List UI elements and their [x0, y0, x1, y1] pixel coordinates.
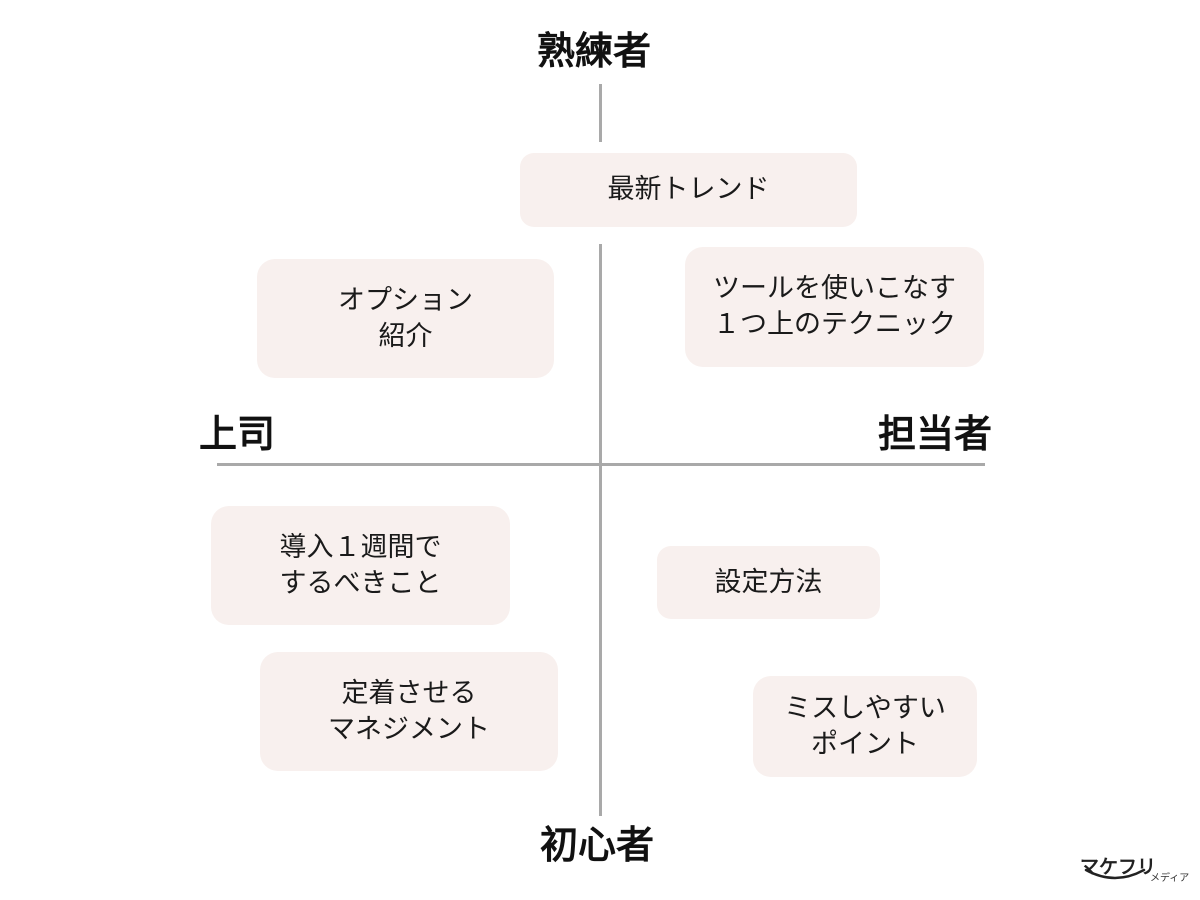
axis-label-beginner: 初心者 [540, 823, 655, 867]
topic-text: １つ上のテクニック [713, 309, 956, 340]
topic-text: ポイント [811, 728, 919, 760]
topic-text: 設定方法 [714, 566, 823, 598]
topic-text: するべきこと [279, 567, 442, 599]
axis-label-staff: 担当者 [878, 412, 993, 456]
topic-first-week-tasks: 導入１週間で するべきこと [211, 506, 510, 625]
axis-label-manager: 上司 [199, 412, 276, 456]
vertical-axis [599, 244, 602, 816]
topic-text: 導入１週間で [279, 531, 442, 563]
logo-subtext: メディア [1150, 873, 1190, 884]
logo-smile-icon [1084, 868, 1146, 880]
vertical-axis-top-segment [599, 84, 602, 142]
topic-text: ミスしやすい [784, 692, 946, 724]
horizontal-axis [217, 463, 985, 466]
topic-text: オプション [338, 284, 473, 316]
axis-label-expert: 熟練者 [537, 29, 652, 73]
topic-adoption-management: 定着させる マネジメント [260, 652, 558, 771]
brand-logo: マケフリ メディア [1078, 848, 1190, 888]
topic-advanced-techniques: ツールを使いこなす １つ上のテクニック [685, 247, 984, 367]
topic-text: ツールを使いこなす [713, 273, 956, 305]
topic-setup-method: 設定方法 [657, 546, 880, 619]
topic-text: 最新トレンド [607, 174, 770, 206]
topic-text: マネジメント [328, 713, 490, 745]
topic-common-mistakes: ミスしやすい ポイント [753, 676, 977, 777]
topic-latest-trends: 最新トレンド [520, 153, 857, 227]
topic-text: 紹介 [378, 320, 433, 352]
topic-text: 定着させる [341, 677, 477, 709]
topic-option-intro: オプション 紹介 [257, 259, 554, 378]
